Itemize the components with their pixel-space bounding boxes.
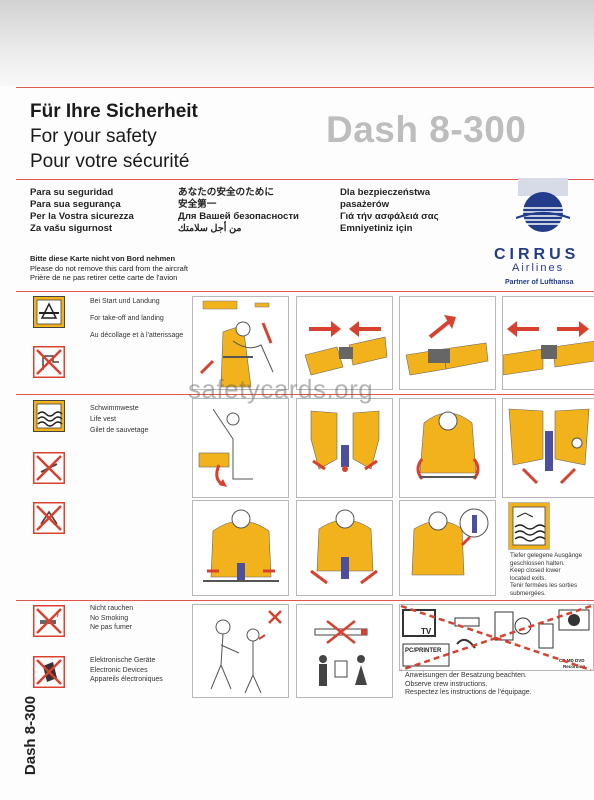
panel-vest-mouthpiece <box>399 500 496 596</box>
recording-label: Recording <box>563 664 586 669</box>
no-standing-icon <box>33 346 65 378</box>
title-english: For your safety <box>30 126 157 147</box>
panel-vest-pull-tabs <box>296 500 393 596</box>
caption-line: Keep closed lower <box>510 567 561 575</box>
panel-cabin-no-smoking <box>192 604 289 698</box>
notice-de: Bitte diese Karte nicht von Bord nehmen <box>30 254 176 263</box>
caption-line: Au décollage et à l'atterissage <box>90 332 184 339</box>
caption-line: Schwimmweste <box>90 405 139 412</box>
recorder-label: CD MD DVD <box>559 658 585 663</box>
panel-electronic-devices: TV PC/PRINTER CD MD DVD Recording <box>399 604 594 696</box>
notice-en: Please do not remove this card from the … <box>30 263 188 273</box>
panel-vest-straps <box>399 398 496 498</box>
caption-line: No Smoking <box>90 614 129 622</box>
caption-line: Respectez les instructions de l'équipage… <box>405 689 532 697</box>
caption-line: Ne pas fumer <box>90 624 133 631</box>
divider-section-1 <box>16 291 594 292</box>
partner-name: Lufthansa <box>540 279 574 286</box>
panel-belt-release <box>502 296 594 390</box>
lang-line: Emniyetiniz için <box>340 223 413 234</box>
no-inflate-inside-icon <box>33 452 65 484</box>
caption-line: Bei Start und Landung <box>90 298 160 305</box>
lang-line: Для Вашей безопасности <box>178 211 299 222</box>
panel-belt-fasten <box>296 296 393 390</box>
panel-vest-over-head <box>296 398 393 498</box>
languages-col1: Para su seguridad Para sua segurança Per… <box>30 187 134 235</box>
divider-section-3 <box>16 600 594 601</box>
lang-line: 安全第一 <box>178 199 217 210</box>
life-vest-sign-icon <box>33 400 65 432</box>
aircraft-title: Dash 8-300 <box>326 109 527 150</box>
do-not-remove-notice: Bitte diese Karte nicht von Bord nehmen … <box>30 254 188 283</box>
no-inflate-before-exit-icon <box>33 502 65 534</box>
no-smoking-icon <box>33 605 65 637</box>
takeoff-caption: Bei Start und Landung For take-off and l… <box>90 296 183 341</box>
airline-logo-icon <box>516 178 570 232</box>
notice-fr: Prière de ne pas retirer cette carte de … <box>30 273 178 282</box>
lang-line: Dla bezpieczeństwa <box>340 187 431 198</box>
caption-line: Gilet de sauvetage <box>90 427 149 434</box>
top-shadow-band <box>0 0 594 86</box>
no-smoking-caption: Nicht rauchen No Smoking Ne pas fumer <box>90 604 133 633</box>
devices-caption: Elektronische Geräte Electronic Devices … <box>90 656 163 685</box>
caption-line: Nicht rauchen <box>90 605 134 612</box>
panel-vest-under-seat <box>192 398 289 498</box>
lang-line: Para su seguridad <box>30 187 114 198</box>
caption-line: geschlossen halten. <box>510 559 565 567</box>
airline-subname: Airlines <box>512 262 565 274</box>
tv-label: TV <box>421 627 432 636</box>
caption-line: Life vest <box>90 416 117 423</box>
lower-exits-caption: Tiefer gelegene Ausgänge geschlossen hal… <box>510 552 582 598</box>
caption-line: submergées. <box>510 589 546 597</box>
life-vest-caption: Schwimmweste Life vest Gilet de sauvetag… <box>90 403 148 436</box>
crew-instructions-caption: Anweisungen der Besatzung beachten. Obse… <box>405 672 532 698</box>
seatbelt-sign-icon <box>33 296 65 328</box>
partner-prefix: Partner of <box>505 279 539 286</box>
caption-line: Anweisungen der Besatzung beachten. <box>405 672 527 679</box>
caption-line: Tiefer gelegene Ausgänge <box>510 552 583 559</box>
panel-exit-sign <box>508 502 550 550</box>
caption-line: Appareils électroniques <box>90 676 163 683</box>
caption-line: For take-off and landing <box>90 315 164 322</box>
no-electronic-devices-icon <box>33 656 65 688</box>
lang-line: من أجل سلامتك <box>178 223 242 234</box>
caption-line: Tenir fermées les sorties <box>510 582 578 590</box>
panel-belt-tighten <box>399 296 496 390</box>
lang-line: pasażerów <box>340 199 390 210</box>
caption-line: Electronic Devices <box>90 666 148 674</box>
partner-line: Partner of Lufthansa <box>505 279 573 286</box>
lang-line: Za vašu sigurnost <box>30 223 113 234</box>
watermark: safetycards.org <box>188 374 374 404</box>
panel-vest-fasten-waist <box>192 500 289 596</box>
panel-seated-belt <box>192 296 289 390</box>
caption-line: Observe crew instructions. <box>405 680 488 688</box>
panel-vest-inflate <box>502 398 594 498</box>
lang-line: あなたの安全のために <box>178 187 274 198</box>
title-german: Für Ihre Sicherheit <box>30 101 198 122</box>
caption-line: located exits. <box>510 574 547 582</box>
lang-line: Per la Vostra sicurezza <box>30 211 134 222</box>
lang-line: Γιά τήν ασφάλειά σας <box>340 211 439 222</box>
divider-mid <box>16 179 594 180</box>
languages-col2: あなたの安全のために 安全第一 Для Вашей безопасности م… <box>178 187 299 235</box>
side-aircraft-label: Dash 8-300 <box>22 695 40 776</box>
lang-line: Para sua segurança <box>30 199 121 210</box>
printer-label: PC/PRINTER <box>405 648 442 654</box>
divider-section-2 <box>16 394 594 395</box>
divider-top <box>16 87 594 88</box>
panel-lavatory-no-smoking <box>296 604 393 698</box>
caption-line: Elektronische Geräte <box>90 657 156 664</box>
title-french: Pour votre sécurité <box>30 151 190 172</box>
airline-name: CIRRUS <box>494 246 580 263</box>
languages-col3: Dla bezpieczeństwa pasażerów Γιά τήν ασφ… <box>340 187 439 235</box>
